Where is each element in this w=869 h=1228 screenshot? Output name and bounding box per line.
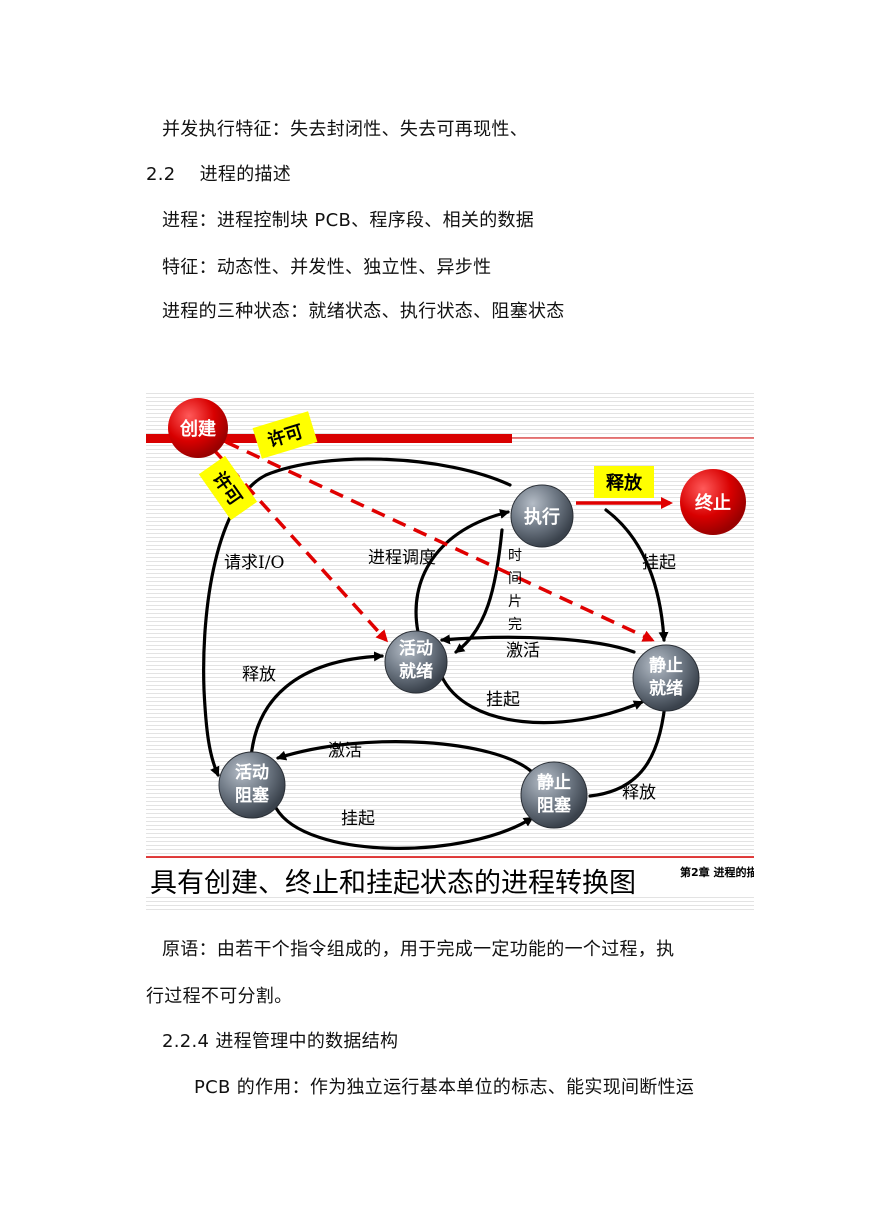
figure-caption: 具有创建、终止和挂起状态的进程转换图 bbox=[150, 868, 636, 899]
paragraph-three-states: 进程的三种状态：就绪状态、执行状态、阻塞状态 bbox=[162, 301, 565, 322]
node-static-blocked-line2: 阻塞 bbox=[537, 795, 572, 816]
caption-background bbox=[146, 860, 754, 896]
section-heading-2-2-4: 2.2.4 进程管理中的数据结构 bbox=[162, 1031, 399, 1052]
node-active-ready-line2: 就绪 bbox=[399, 661, 433, 682]
tag-permit-1: 许可 bbox=[252, 411, 318, 459]
label-activate-2: 激活 bbox=[328, 741, 362, 761]
label-timeslice-4: 完 bbox=[508, 617, 522, 633]
paragraph-primitive-1: 原语：由若干个指令组成的，用于完成一定功能的一个过程，执 bbox=[162, 939, 675, 960]
edge-suspend-bottom bbox=[274, 806, 534, 850]
label-timeslice-3: 片 bbox=[508, 594, 522, 610]
permit-dashed-arrows bbox=[212, 440, 655, 643]
node-active-ready-line1: 活动 bbox=[399, 638, 433, 659]
label-dispatch: 进程调度 bbox=[368, 548, 436, 568]
edge-permit-active-ready bbox=[212, 448, 389, 643]
edge-labels: 请求I/O 进程调度 时 间 片 完 激活 挂起 释放 挂起 激活 释放 挂起 bbox=[224, 548, 676, 829]
paragraph-process: 进程：进程控制块 PCB、程序段、相关的数据 bbox=[162, 210, 535, 231]
node-terminate-label: 终止 bbox=[695, 492, 731, 514]
node-running-label: 执行 bbox=[524, 506, 560, 528]
tag-release-top-label: 释放 bbox=[606, 472, 643, 494]
edge-suspend-mid bbox=[439, 673, 644, 725]
label-suspend-mid: 挂起 bbox=[486, 690, 520, 710]
edge-release-left bbox=[249, 651, 384, 760]
node-active-blocked-line2: 阻塞 bbox=[235, 785, 270, 806]
edge-dispatch bbox=[414, 509, 510, 634]
node-terminate: 终止 bbox=[680, 469, 746, 535]
node-create: 创建 bbox=[168, 398, 228, 458]
label-timeslice-1: 时 bbox=[508, 548, 522, 564]
node-static-ready-line2: 就绪 bbox=[649, 678, 683, 699]
label-suspend-right: 挂起 bbox=[642, 553, 676, 573]
label-request-io: 请求I/O bbox=[224, 553, 284, 573]
label-activate-1: 激活 bbox=[506, 641, 540, 661]
edge-suspend-right bbox=[604, 508, 669, 642]
node-active-ready: 活动 就绪 bbox=[384, 630, 448, 694]
node-active-blocked-line1: 活动 bbox=[235, 762, 269, 783]
edge-activate-1 bbox=[440, 634, 636, 654]
edge-permit-static-ready bbox=[225, 440, 655, 642]
edge-request-io bbox=[202, 457, 512, 777]
paragraph-pcb-role: PCB 的作用：作为独立运行基本单位的标志、能实现间断性运 bbox=[194, 1077, 695, 1098]
label-suspend-bottom: 挂起 bbox=[341, 809, 375, 829]
edge-timeslice bbox=[454, 528, 504, 654]
section-heading-2-2: 2.2 进程的描述 bbox=[146, 164, 292, 185]
label-release-right: 释放 bbox=[622, 783, 656, 803]
node-active-blocked: 活动 阻塞 bbox=[218, 751, 286, 819]
node-static-ready: 静止 就绪 bbox=[632, 644, 700, 712]
paragraph-concurrency: 并发执行特征：失去封闭性、失去可再现性、 bbox=[162, 119, 528, 140]
process-state-diagram: 许可 许可 释放 创建 终止 执行 活动 就绪 静止 就绪 活动 阻塞 bbox=[146, 390, 754, 910]
edge-release-right bbox=[588, 693, 671, 798]
chapter-label: 第2章 进程的描 bbox=[680, 865, 754, 879]
node-static-ready-line1: 静止 bbox=[649, 655, 683, 676]
label-timeslice-2: 间 bbox=[508, 571, 522, 587]
tag-release-top: 释放 bbox=[594, 466, 654, 498]
paragraph-primitive-2: 行过程不可分割。 bbox=[146, 986, 293, 1007]
node-static-blocked: 静止 阻塞 bbox=[520, 761, 588, 829]
node-static-blocked-line1: 静止 bbox=[537, 772, 571, 793]
paragraph-features: 特征：动态性、并发性、独立性、异步性 bbox=[162, 257, 492, 278]
label-release-left: 释放 bbox=[242, 665, 276, 685]
edge-activate-2 bbox=[276, 740, 534, 774]
state-transitions bbox=[202, 457, 671, 850]
node-create-label: 创建 bbox=[179, 418, 216, 440]
node-running: 执行 bbox=[510, 484, 574, 548]
